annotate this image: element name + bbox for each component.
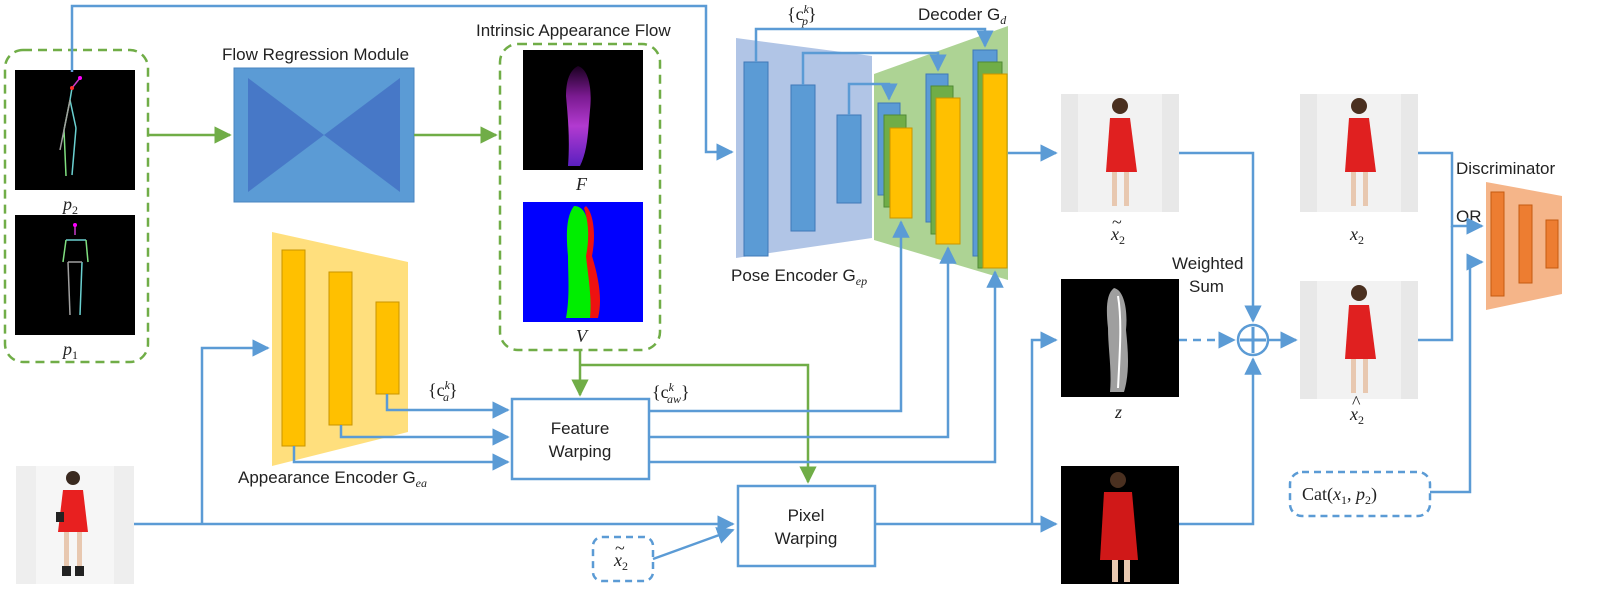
arrow-p2-to-pose-encoder: [70, 4, 734, 161]
x2-tilde-input: x2 ~: [591, 535, 655, 583]
source-image-x1: [16, 466, 134, 584]
p2-label: p2: [61, 194, 78, 217]
F-label: F: [575, 174, 588, 194]
decoder-label: Decoder Gd: [918, 5, 1007, 27]
intrinsic-flow-title: Intrinsic Appearance Flow: [476, 21, 671, 40]
pose-input-group: p2 p1: [3, 48, 150, 364]
svg-text:x2: x2: [613, 550, 628, 573]
intrinsic-flow-group: F V: [498, 42, 662, 352]
discriminator-label: Discriminator: [1456, 159, 1556, 178]
discriminator-inputs: [1418, 151, 1484, 494]
arrow-x2tilde-to-pixel: [652, 527, 735, 561]
x2-hat-mark: ^: [1352, 392, 1361, 412]
svg-text:Feature: Feature: [551, 419, 610, 438]
pose-skeleton-p2: [59, 76, 82, 177]
weighted-sum-node: [1236, 323, 1270, 357]
generated-image-x2-tilde: [1061, 94, 1179, 212]
svg-text:Warping: Warping: [549, 442, 612, 461]
svg-text:Pixel: Pixel: [788, 506, 825, 525]
x2-tilde-mark: ~: [1112, 212, 1122, 232]
appearance-encoder-label: Appearance Encoder Gea: [238, 468, 427, 490]
pose-skeleton-p1: [62, 223, 89, 316]
z-label: z: [1114, 402, 1122, 422]
pixel-warping-box: Pixel Warping: [736, 484, 877, 568]
x2-tilde-label: x2: [1110, 224, 1125, 247]
decoder: [874, 26, 1008, 280]
weighted-sum-inputs: [1179, 151, 1262, 526]
weighted-sum-label-1: Weighted: [1172, 254, 1244, 273]
feature-warping-to-decoder-arrows: [649, 220, 1004, 464]
flow-regression-title: Flow Regression Module: [222, 45, 409, 64]
flow-regression-module: [233, 67, 415, 203]
x2-hat-label: x2: [1349, 404, 1364, 427]
p1-label: p1: [61, 339, 78, 362]
pose-encoder: [736, 38, 872, 258]
pixel-warped-image: [1061, 466, 1179, 584]
pose-encoder-label: Pose Encoder Gep: [731, 266, 867, 288]
x2-label: x2: [1349, 224, 1364, 247]
svg-text:~: ~: [615, 538, 625, 558]
V-label: V: [576, 326, 589, 346]
pose-image-p2: [15, 70, 135, 190]
svg-text:Cat(x1, p2): Cat(x1, p2): [1302, 484, 1377, 507]
feature-warping-box: Feature Warping: [510, 397, 651, 481]
flow-to-warping-arrows: [571, 350, 817, 484]
weighted-sum-label-2: Sum: [1189, 277, 1224, 296]
discriminator: [1486, 182, 1562, 310]
weight-map-z: [1061, 279, 1179, 397]
x1-to-encoder-and-pixel-arrows: [134, 339, 735, 533]
cat-input: Cat(x1, p2): [1288, 470, 1432, 518]
real-image-x2: [1300, 94, 1418, 212]
svg-text:Warping: Warping: [775, 529, 838, 548]
encoder-to-feature-warping-arrows: [292, 394, 510, 471]
pixel-warping-outputs: [875, 331, 1058, 533]
appearance-encoder: [272, 232, 408, 466]
skip-connections-pose: [754, 27, 994, 115]
or-label: OR: [1456, 207, 1482, 226]
output-image-x2-hat: [1300, 281, 1418, 399]
